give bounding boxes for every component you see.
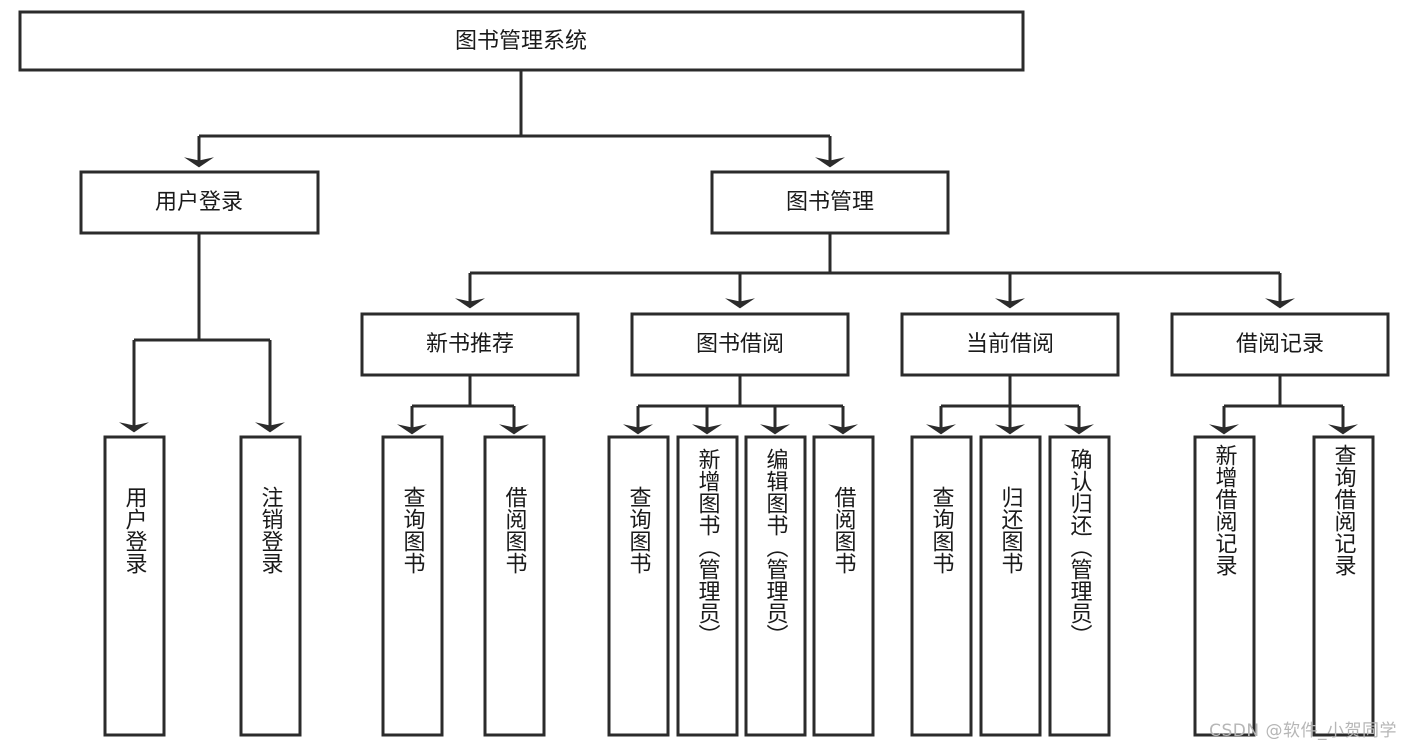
leaf-confirm-return-admin-box[interactable] bbox=[1048, 435, 1111, 737]
node-book-management-box[interactable] bbox=[710, 170, 950, 235]
node-borrow-records-box[interactable] bbox=[1170, 312, 1390, 377]
connector-group-root bbox=[184, 70, 845, 168]
leaf-user-login-do-label: 用户登录 bbox=[122, 486, 148, 574]
leaf-add-borrow-record-box[interactable] bbox=[1193, 435, 1256, 737]
node-new-book-recommend-box[interactable] bbox=[360, 312, 580, 377]
leaf-user-logout[interactable]: 注销登录 bbox=[239, 435, 302, 737]
leaf-query-book-1[interactable]: 查询图书 bbox=[381, 435, 444, 737]
leaf-add-book-admin[interactable]: 新增图书（管理员） bbox=[676, 435, 739, 737]
leaf-query-borrow-record-label: 查询借阅记录 bbox=[1331, 444, 1357, 576]
leaf-add-borrow-record[interactable]: 新增借阅记录 bbox=[1193, 435, 1256, 737]
leaf-borrow-book-2-label: 借阅图书 bbox=[831, 486, 857, 574]
connector-group-book-management bbox=[455, 234, 1295, 309]
leaf-borrow-book-1[interactable]: 借阅图书 bbox=[483, 435, 546, 737]
node-book-borrow-label: 图书借阅 bbox=[696, 332, 784, 357]
leaf-borrow-book-1-box[interactable] bbox=[483, 435, 546, 737]
node-current-borrow-label: 当前借阅 bbox=[966, 332, 1054, 357]
leaf-query-book-1-label: 查询图书 bbox=[400, 486, 426, 574]
node-current-borrow-box[interactable] bbox=[900, 312, 1120, 377]
leaf-query-book-2-label: 查询图书 bbox=[626, 486, 652, 574]
node-book-management[interactable]: 图书管理 bbox=[710, 170, 950, 235]
leaf-return-book-label: 归还图书 bbox=[998, 486, 1024, 574]
connector-group-new-book-recommend bbox=[397, 375, 529, 435]
leaf-user-logout-label: 注销登录 bbox=[258, 486, 284, 574]
node-root[interactable]: 图书管理系统 bbox=[18, 10, 1025, 72]
node-user-login-box[interactable] bbox=[79, 170, 320, 235]
leaf-return-book-box[interactable] bbox=[979, 435, 1042, 737]
node-borrow-records[interactable]: 借阅记录 bbox=[1170, 312, 1390, 377]
leaf-query-book-3-box[interactable] bbox=[910, 435, 973, 737]
leaf-borrow-book-1-label: 借阅图书 bbox=[502, 486, 528, 574]
leaf-confirm-return-admin-label: 确认归还（管理员） bbox=[1067, 448, 1093, 646]
leaf-confirm-return-admin[interactable]: 确认归还（管理员） bbox=[1048, 435, 1111, 737]
node-user-login-label: 用户登录 bbox=[155, 190, 243, 215]
leaf-edit-book-admin[interactable]: 编辑图书（管理员） bbox=[744, 435, 807, 737]
leaf-query-book-2[interactable]: 查询图书 bbox=[607, 435, 670, 737]
connector-group-current-borrow bbox=[926, 375, 1094, 435]
node-book-borrow[interactable]: 图书借阅 bbox=[630, 312, 850, 377]
leaf-borrow-book-2[interactable]: 借阅图书 bbox=[812, 435, 875, 737]
leaf-add-borrow-record-label: 新增借阅记录 bbox=[1212, 444, 1238, 576]
node-root-label: 图书管理系统 bbox=[455, 29, 587, 54]
leaf-query-borrow-record-box[interactable] bbox=[1312, 435, 1375, 737]
connector-group-user-login bbox=[119, 234, 285, 433]
leaf-user-login-do[interactable]: 用户登录 bbox=[103, 435, 166, 737]
leaf-user-logout-box[interactable] bbox=[239, 435, 302, 737]
leaf-query-book-3[interactable]: 查询图书 bbox=[910, 435, 973, 737]
node-root-box[interactable] bbox=[18, 10, 1025, 72]
leaf-edit-book-admin-label: 编辑图书（管理员） bbox=[763, 448, 789, 646]
node-borrow-records-label: 借阅记录 bbox=[1236, 332, 1324, 357]
leaf-add-book-admin-box[interactable] bbox=[676, 435, 739, 737]
node-user-login[interactable]: 用户登录 bbox=[79, 170, 320, 235]
node-book-borrow-box[interactable] bbox=[630, 312, 850, 377]
connector-group-borrow-records bbox=[1209, 375, 1358, 435]
node-current-borrow[interactable]: 当前借阅 bbox=[900, 312, 1120, 377]
leaf-return-book[interactable]: 归还图书 bbox=[979, 435, 1042, 737]
leaf-query-book-3-label: 查询图书 bbox=[929, 486, 955, 574]
leaf-user-login-do-box[interactable] bbox=[103, 435, 166, 737]
leaf-edit-book-admin-box[interactable] bbox=[744, 435, 807, 737]
node-new-book-recommend[interactable]: 新书推荐 bbox=[360, 312, 580, 377]
leaf-borrow-book-2-box[interactable] bbox=[812, 435, 875, 737]
node-book-management-label: 图书管理 bbox=[786, 190, 874, 215]
node-new-book-recommend-label: 新书推荐 bbox=[426, 332, 514, 357]
leaf-query-book-1-box[interactable] bbox=[381, 435, 444, 737]
leaf-query-book-2-box[interactable] bbox=[607, 435, 670, 737]
connector-group-book-borrow bbox=[623, 375, 858, 435]
leaf-query-borrow-record[interactable]: 查询借阅记录 bbox=[1312, 435, 1375, 737]
leaf-add-book-admin-label: 新增图书（管理员） bbox=[695, 448, 721, 646]
